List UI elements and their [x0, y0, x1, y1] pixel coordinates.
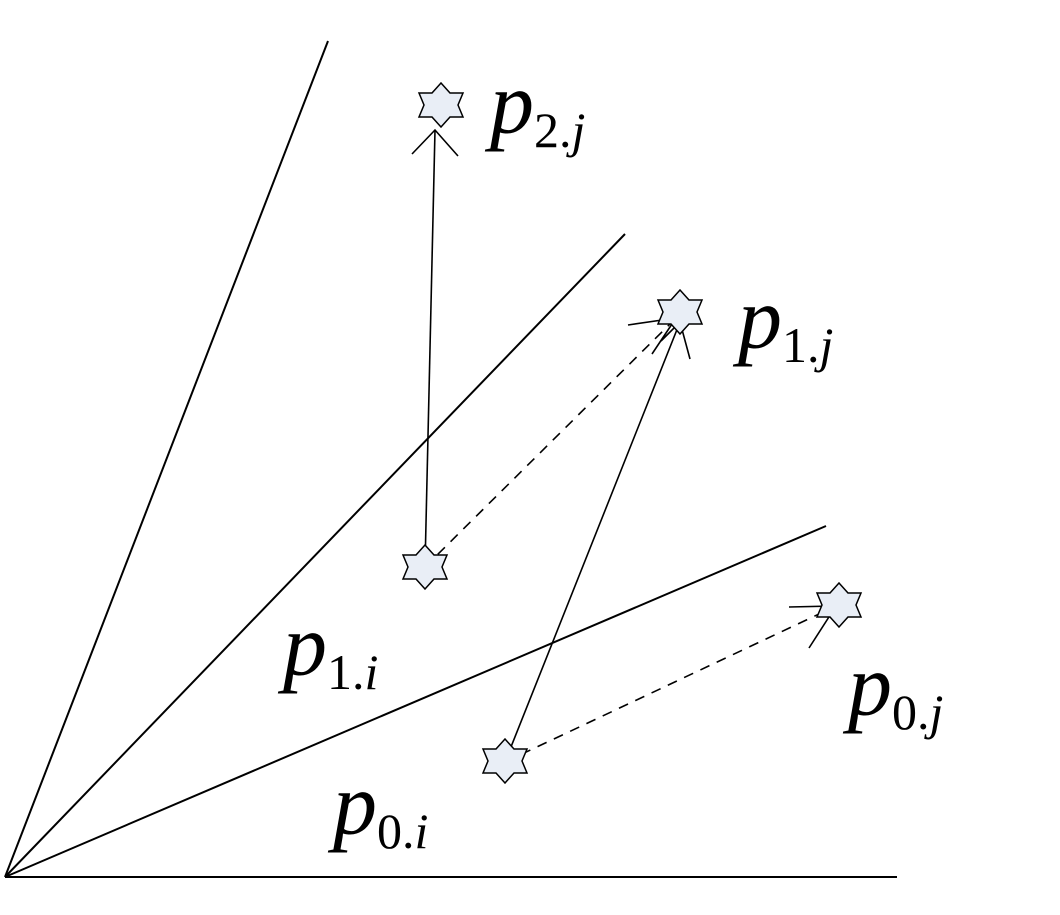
- label-p0i: p0.i: [327, 757, 428, 859]
- edge-p1i-to-p1j: [424, 317, 677, 568]
- arrowhead-p2j: [411, 128, 459, 157]
- ray-lower: [4, 525, 827, 878]
- edge-p1i-to-p2j: [424, 129, 436, 568]
- labels: p2.j p1.j p1.i p0.j p0.i: [277, 56, 943, 859]
- edge-p0i-to-p1j: [504, 321, 681, 763]
- ray-upper: [4, 40, 329, 878]
- point-p1i: [401, 543, 449, 591]
- label-p1j: p1.j: [732, 271, 833, 373]
- point-p2j: [417, 81, 465, 129]
- rays: [4, 40, 897, 878]
- edges: [411, 128, 838, 763]
- edge-p0i-to-p0j: [504, 605, 837, 763]
- label-p0j: p0.j: [842, 638, 943, 740]
- ray-middle: [4, 233, 626, 878]
- label-p2j: p2.j: [484, 56, 585, 158]
- point-p0i: [481, 737, 529, 785]
- label-p1i: p1.i: [277, 598, 378, 700]
- points: [401, 81, 863, 785]
- point-p1j: [656, 288, 704, 336]
- point-p0j: [815, 581, 863, 629]
